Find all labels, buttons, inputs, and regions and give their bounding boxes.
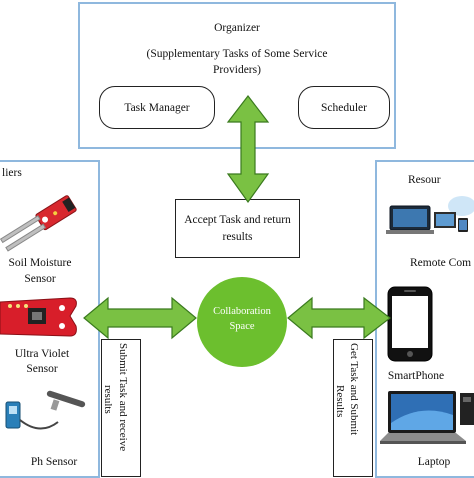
accept-task-box: Accept Task and return results: [175, 199, 300, 258]
resources-title: Resour: [408, 174, 441, 186]
accept-task-line1: Accept Task and return: [184, 213, 291, 226]
collaboration-space-line2: Space: [229, 321, 255, 332]
task-manager-label: Task Manager: [124, 101, 190, 114]
ph-sensor-label: Ph Sensor: [30, 456, 78, 468]
remote-computing-image: [386, 196, 474, 234]
uv-sensor-image: [0, 297, 77, 337]
collaboration-space-circle: [197, 277, 287, 367]
smartphone-label: SmartPhone: [387, 370, 445, 382]
soil-moisture-label-line1: Soil Moisture: [8, 257, 72, 269]
organizer-subtitle-line1: (Supplementary Tasks of Some Service: [146, 48, 328, 60]
ph-sensor-image: [5, 390, 86, 430]
accept-task-line2: results: [222, 230, 253, 243]
laptop-image: [380, 391, 474, 444]
laptop-label: Laptop: [417, 456, 451, 468]
uv-sensor-label-line2: Sensor: [26, 363, 58, 375]
organizer-title: Organizer: [214, 22, 260, 34]
get-task-box: [333, 339, 373, 477]
smartphone-image: [387, 286, 433, 362]
scheduler-label: Scheduler: [321, 101, 367, 114]
soil-moisture-label-line2: Sensor: [24, 273, 56, 285]
remote-computing-label: Remote Com: [410, 257, 472, 269]
collaboration-space-line1: Collaboration: [213, 306, 271, 317]
organizer-subtitle-line2: Providers): [213, 64, 261, 76]
soil-moisture-sensor-image: [0, 195, 77, 252]
task-manager-box: Task Manager: [99, 86, 215, 129]
uv-sensor-label-line1: Ultra Violet: [14, 348, 70, 360]
submit-task-box: [101, 339, 141, 477]
scheduler-box: Scheduler: [298, 86, 390, 129]
suppliers-title: liers: [2, 167, 22, 179]
